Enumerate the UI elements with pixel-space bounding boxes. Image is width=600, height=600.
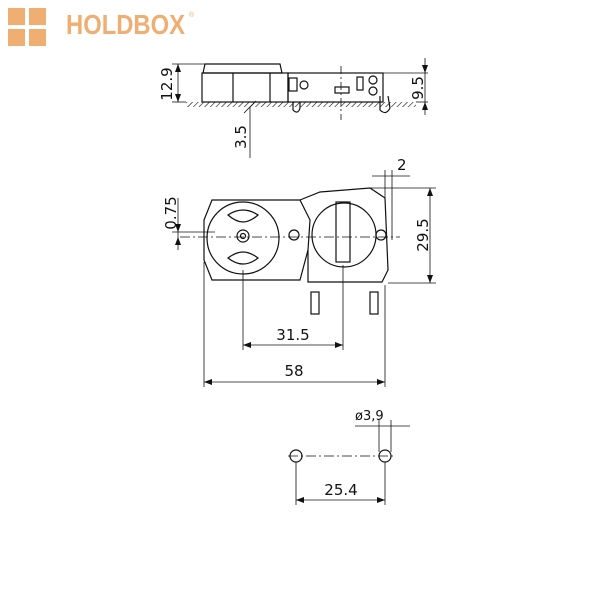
top-view: 0.75 2 29.5 31.5 58 xyxy=(162,156,436,387)
brand-name: HOLDBOX xyxy=(66,9,185,40)
starter-socket xyxy=(311,202,377,268)
logo-square xyxy=(8,8,25,25)
dim-offset: 0.75 xyxy=(162,196,180,229)
center-pin xyxy=(236,229,250,243)
dim-body-height: 29.5 xyxy=(414,218,432,251)
mounting-panel xyxy=(186,102,416,107)
dim-hole-diameter: ø3,9 xyxy=(355,409,384,424)
registered-mark: ® xyxy=(189,12,195,19)
dim-panel-thickness: 3.5 xyxy=(232,125,250,149)
dim-overall-length: 58 xyxy=(284,362,303,380)
starter-body xyxy=(287,72,384,103)
dim-hole-spacing: 25.4 xyxy=(324,481,357,499)
hole-pattern: ø3,9 25.4 xyxy=(288,409,410,505)
logo-square xyxy=(29,8,46,25)
dim-side-right-height: 9.5 xyxy=(409,76,427,100)
lampholder-outline xyxy=(203,199,311,281)
logo-square xyxy=(8,29,25,46)
dim-center-distance: 31.5 xyxy=(276,326,309,344)
dim-side-height: 12.9 xyxy=(158,67,176,100)
holder-body xyxy=(201,72,289,103)
side-view: 12.9 9.5 3.5 xyxy=(158,58,428,158)
dim-edge-gap: 2 xyxy=(397,156,407,174)
logo-square xyxy=(29,29,46,46)
lamp-cap xyxy=(202,63,283,74)
